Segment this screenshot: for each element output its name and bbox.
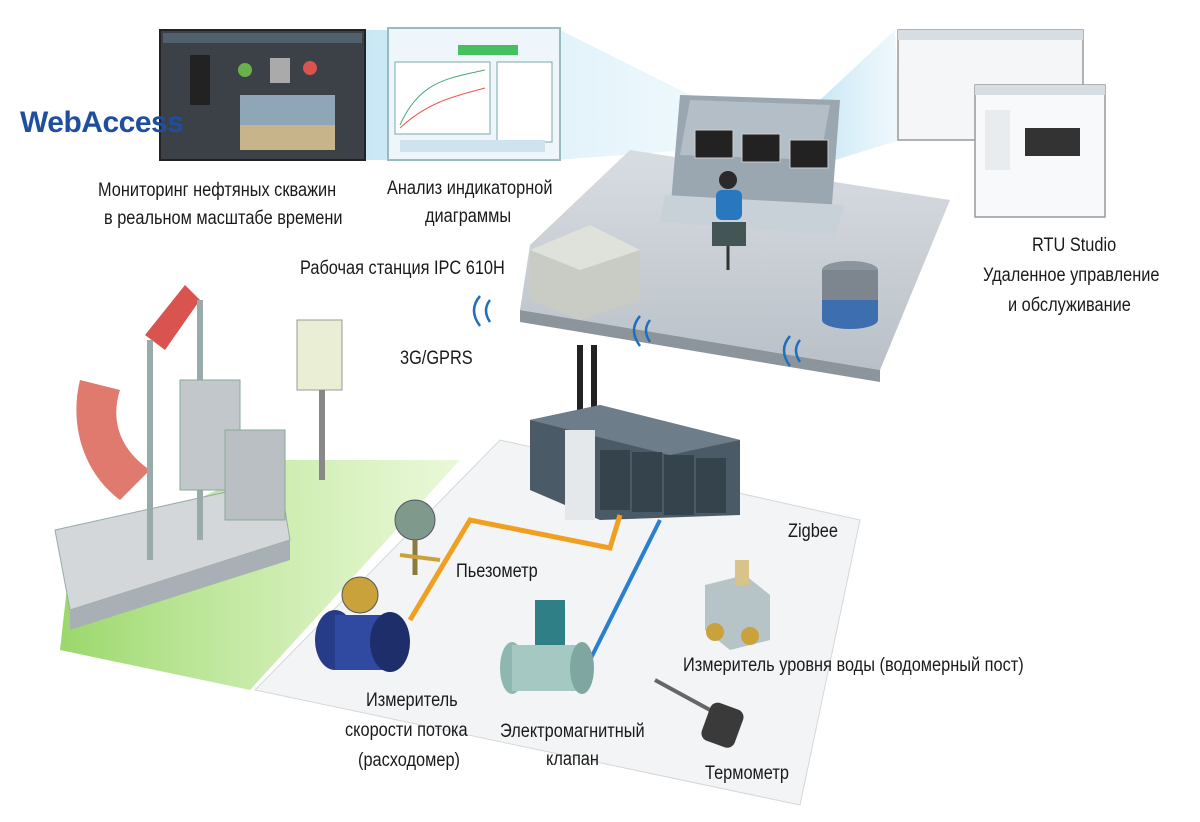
analysis-screenshot [387,27,561,161]
pumpjack [54,285,291,630]
label-analysis-2: диаграммы [425,206,512,227]
label-flowmeter-2: скорости потока [345,720,468,741]
label-rtu-3: и обслуживание [1008,295,1131,316]
pole-cabinet [296,319,343,480]
valve-device [500,600,594,694]
label-valve-1: Электромагнитный [500,721,645,742]
projection-beam-right [820,30,900,160]
label-monitoring-2: в реальном масштабе времени [104,208,343,229]
label-valve-2: клапан [546,749,599,770]
label-analysis-1: Анализ индикаторной [387,178,553,199]
rtu-studio-screenshot [897,29,1106,218]
monitoring-screenshot [159,29,366,161]
webaccess-logo: WebAccess [20,106,184,139]
label-piezometer: Пьезометр [456,561,538,582]
piezometer-device [394,499,441,575]
label-water-level: Измеритель уровня воды (водомерный пост) [683,655,1024,676]
label-flowmeter-1: Измеритель [366,690,458,711]
wire-blue [588,519,662,661]
label-workstation: Рабочая станция IPC 610H [300,258,505,279]
label-rtu-1: RTU Studio [1032,235,1117,256]
rtu-controller [530,345,740,520]
wire-orange [407,514,623,622]
water-level-device [705,560,770,650]
flowmeter-device [315,576,410,672]
thermometer-device [654,678,744,748]
label-thermometer: Термометр [705,763,789,784]
label-flowmeter-3: (расходомер) [358,750,460,771]
label-monitoring-1: Мониторинг нефтяных скважин [98,180,337,201]
label-network: 3G/GPRS [400,348,473,369]
label-zigbee: Zigbee [788,521,838,542]
label-rtu-2: Удаленное управление [983,265,1160,286]
control-room [520,95,950,382]
